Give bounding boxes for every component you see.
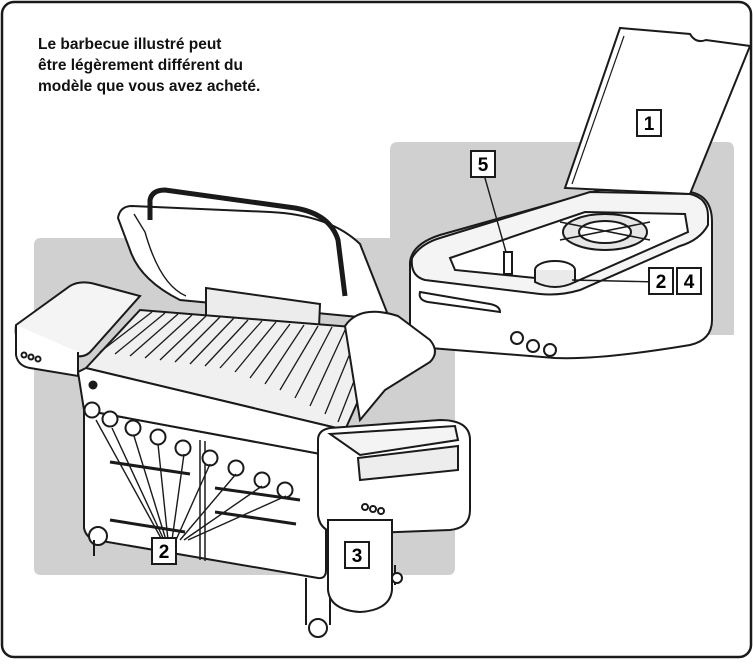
callout-2-burner: 2 [648, 267, 674, 295]
caption-line-3: modèle que vous avez acheté. [38, 78, 261, 95]
callout-2-burner-label: 2 [656, 272, 667, 293]
callout-3-label: 3 [352, 546, 363, 567]
callout-2-knobs: 2 [151, 537, 177, 565]
callout-1: 1 [636, 109, 662, 137]
callout-5: 5 [470, 150, 496, 178]
wheel-right [308, 618, 328, 638]
side-burner-knobs [510, 331, 557, 357]
callout-1-label: 1 [644, 114, 655, 135]
callout-leaders [95, 170, 659, 541]
caption-line-1: Le barbecue illustré peut [38, 36, 222, 53]
disclaimer-caption: Le barbecue illustré peut être légèremen… [38, 34, 328, 97]
igniter [503, 251, 513, 275]
caption-line-2: être légèrement différent du [38, 57, 243, 74]
callout-3: 3 [344, 541, 370, 569]
callout-5-label: 5 [478, 155, 489, 176]
callout-4: 4 [676, 267, 702, 295]
main-grill [14, 187, 471, 638]
callout-2-knobs-label: 2 [159, 542, 170, 563]
callout-4-label: 4 [684, 272, 695, 293]
wheel-left [88, 526, 108, 546]
side-burner-ring [578, 220, 632, 244]
open-hood [116, 204, 392, 322]
hood-handle [147, 187, 348, 297]
side-burner-closeup [409, 26, 752, 360]
